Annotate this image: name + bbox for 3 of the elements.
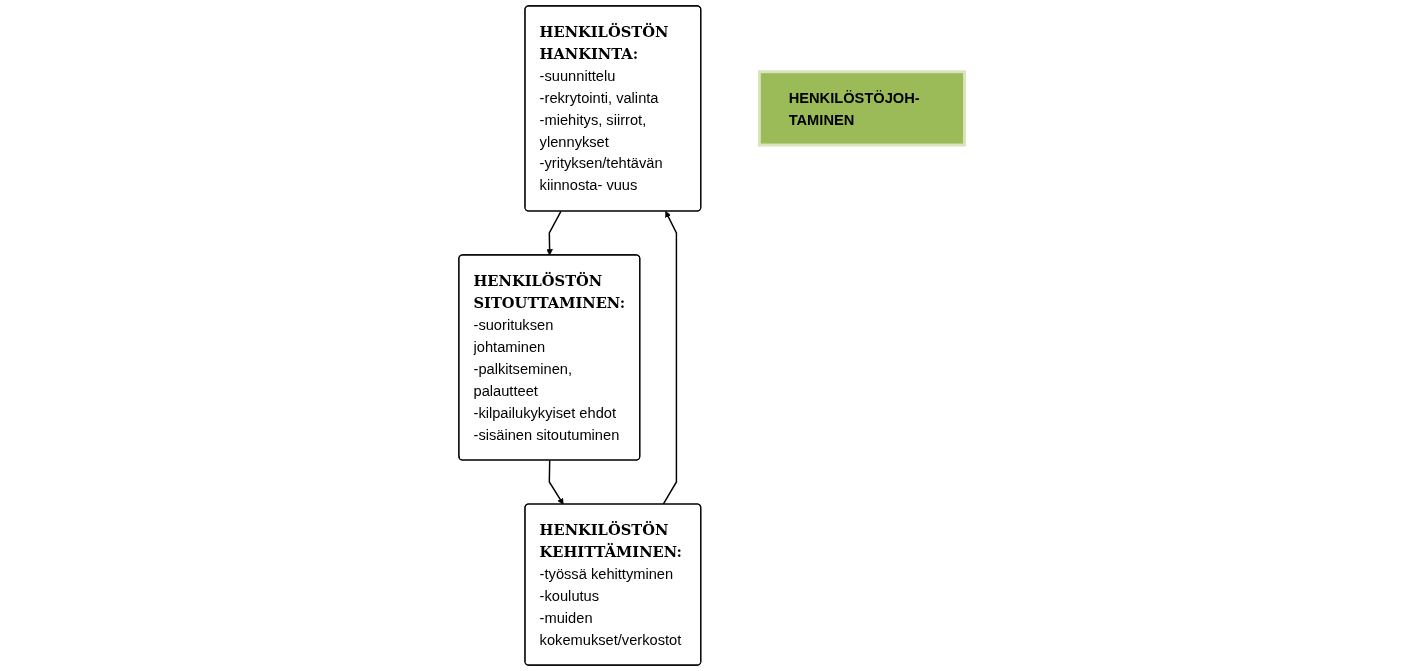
node-box: HENKILÖSTÖJOH- TAMINEN [758, 70, 967, 147]
arrow [546, 210, 562, 256]
arrow [548, 459, 564, 505]
